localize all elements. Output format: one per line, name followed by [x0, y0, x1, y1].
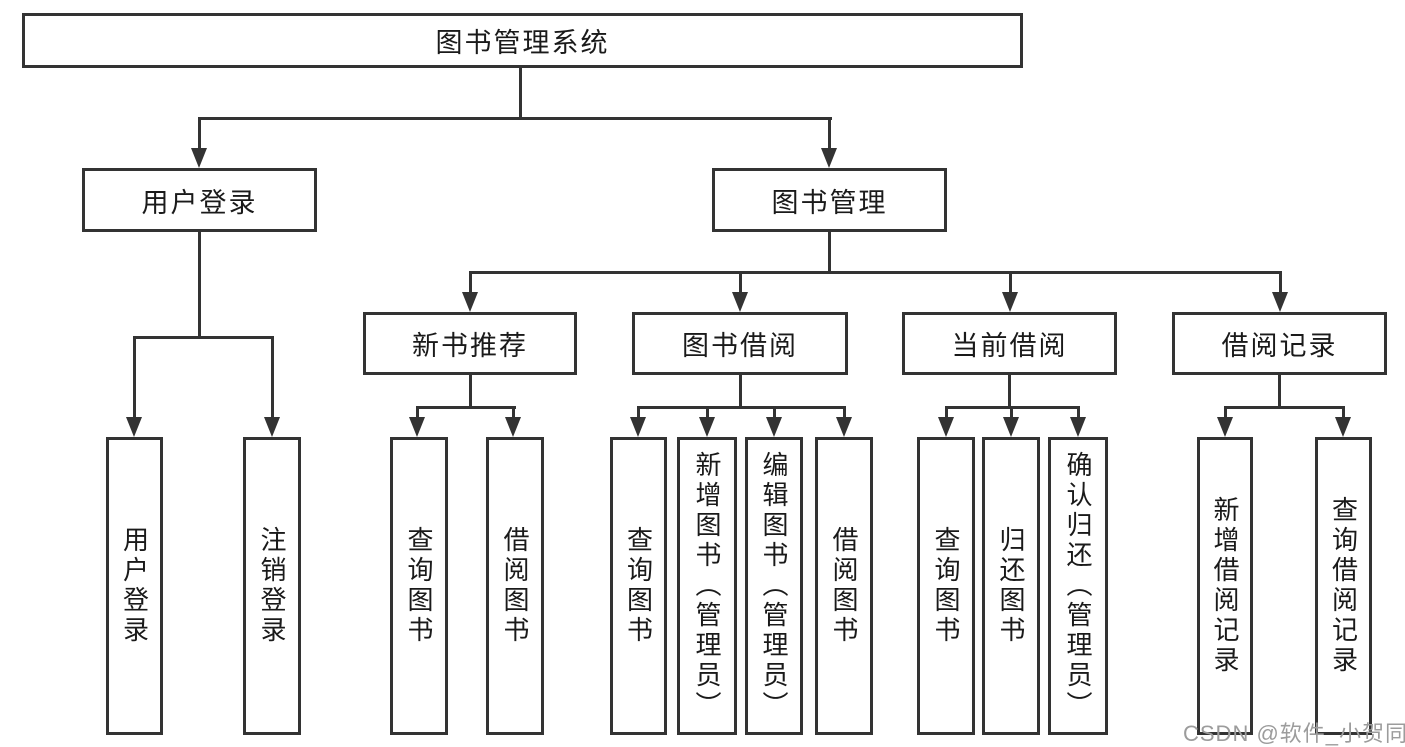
connector-stem [1009, 271, 1012, 294]
arrow-down-icon [938, 417, 954, 437]
connector-stem [739, 271, 742, 294]
leaf-logout: 注销登录 [243, 437, 301, 735]
arrow-down-icon [766, 417, 782, 437]
connector-stem [1342, 406, 1345, 419]
node-label: 用户登录 [141, 187, 258, 218]
node-label: 归还图书 [996, 526, 1026, 646]
connector-stem [637, 406, 640, 419]
connector-stem [706, 406, 709, 419]
node-label: 查询图书 [623, 526, 654, 646]
connector-stem [828, 117, 831, 150]
node-book-borrowing: 图书借阅 [632, 312, 848, 375]
connector-stem [1224, 406, 1227, 419]
connector-stem [843, 406, 846, 419]
node-label: 查询图书 [404, 526, 434, 646]
node-user-login: 用户登录 [82, 168, 317, 232]
connector-stem [1010, 406, 1013, 419]
node-library-system: 图书管理系统 [22, 13, 1023, 68]
arrow-down-icon [191, 148, 207, 168]
connector-stem [198, 117, 201, 150]
connector-stem [1279, 271, 1282, 294]
connector-hline [416, 406, 516, 409]
leaf-borrow-books-recommend: 借阅图书 [486, 437, 544, 735]
leaf-user-login: 用户登录 [106, 437, 163, 735]
arrow-down-icon [821, 148, 837, 168]
leaf-borrow-books-borrowing: 借阅图书 [815, 437, 873, 735]
connector-hline [1224, 406, 1345, 409]
connector-stub [1008, 375, 1011, 409]
node-label: 借阅图书 [500, 526, 530, 646]
leaf-query-books-borrowing: 查询图书 [610, 437, 667, 735]
node-label: 用户登录 [119, 526, 150, 646]
arrow-down-icon [1217, 417, 1233, 437]
node-label: 新增图书（管理员） [692, 451, 722, 721]
arrow-down-icon [1003, 417, 1019, 437]
arrow-down-icon [1272, 292, 1288, 312]
arrow-down-icon [462, 292, 478, 312]
connector-stub [1278, 375, 1281, 409]
arrow-down-icon [1070, 417, 1086, 437]
arrow-down-icon [505, 417, 521, 437]
node-label: 查询图书 [931, 526, 961, 646]
connector-stem [271, 336, 274, 419]
leaf-query-borrow-record: 查询借阅记录 [1315, 437, 1372, 735]
connector-bookmgmt-stub [828, 232, 831, 274]
connector-userlogin-stub [198, 232, 201, 338]
arrow-down-icon [409, 417, 425, 437]
node-borrow-records: 借阅记录 [1172, 312, 1387, 375]
node-label: 查询借阅记录 [1328, 496, 1359, 676]
leaf-query-books-current: 查询图书 [917, 437, 975, 735]
leaf-return-books: 归还图书 [982, 437, 1040, 735]
connector-hline [637, 406, 846, 409]
connector-stem [469, 271, 472, 294]
node-label: 图书管理系统 [435, 28, 610, 58]
node-label: 注销登录 [257, 526, 287, 646]
node-label: 当前借阅 [951, 331, 1068, 361]
connector-root-stub [519, 68, 522, 118]
csdn-watermark: CSDN @软件_小贺同学 [1183, 721, 1405, 746]
connector-stem [945, 406, 948, 419]
node-label: 图书借阅 [682, 331, 798, 361]
leaf-add-borrow-record: 新增借阅记录 [1197, 437, 1253, 735]
arrow-down-icon [1335, 417, 1351, 437]
leaf-add-books-admin: 新增图书（管理员） [677, 437, 737, 735]
node-label: 图书管理 [771, 187, 888, 218]
arrow-down-icon [264, 417, 280, 437]
node-book-management: 图书管理 [712, 168, 947, 232]
connector-root-hline [198, 117, 832, 120]
arrow-down-icon [732, 292, 748, 312]
connector-stem [133, 336, 136, 419]
node-new-book-recommend: 新书推荐 [363, 312, 577, 375]
arrow-down-icon [126, 417, 142, 437]
connector-bookmgmt-hline [469, 271, 1282, 274]
arrow-down-icon [699, 417, 715, 437]
node-label: 确认归还（管理员） [1063, 451, 1093, 721]
arrow-down-icon [1002, 292, 1018, 312]
node-current-borrowing: 当前借阅 [902, 312, 1117, 375]
connector-stem [416, 406, 419, 419]
leaf-edit-books-admin: 编辑图书（管理员） [745, 437, 803, 735]
node-label: 新书推荐 [412, 331, 528, 361]
node-label: 编辑图书（管理员） [759, 451, 789, 721]
connector-userlogin-hline [133, 336, 274, 339]
node-label: 借阅图书 [829, 526, 859, 646]
connector-stub [469, 375, 472, 409]
arrow-down-icon [836, 417, 852, 437]
leaf-query-books-recommend: 查询图书 [390, 437, 448, 735]
node-label: 新增借阅记录 [1210, 496, 1240, 676]
node-label: 借阅记录 [1221, 331, 1338, 361]
connector-stem [1077, 406, 1080, 419]
leaf-confirm-return-admin: 确认归还（管理员） [1048, 437, 1108, 735]
connector-stub [739, 375, 742, 409]
arrow-down-icon [630, 417, 646, 437]
connector-stem [773, 406, 776, 419]
connector-stem [512, 406, 515, 419]
